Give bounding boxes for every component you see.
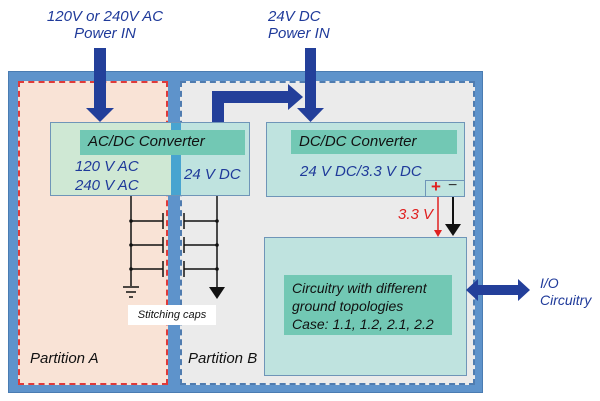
ac-input-240: 240 V AC [75,177,139,194]
earth-ground-icon [123,286,139,298]
dc-dc-converter-title: DC/DC Converter [291,130,457,154]
circuitry-line2: ground topologies [292,298,404,314]
ac-dc-converter-title: AC/DC Converter [80,130,245,155]
dc-power-in-line2: Power IN [268,25,330,42]
rail-3v3-arrow [434,197,442,237]
ac-power-in-line1: 120V or 240V AC [46,8,164,25]
partition-a-label: Partition A [30,350,99,367]
stitching-caps-label: Stitching caps [128,305,216,325]
circuitry-line3: Case: 1.1, 1.2, 2.1, 2.2 [292,316,434,332]
circuitry-line1: Circuitry with different [292,280,427,296]
ac-dc-input-voltages: 120 V AC 240 V AC [75,157,139,195]
dc-power-in-line1: 24V DC [268,8,321,25]
rail-voltage-label: 3.3 V [398,206,434,223]
dc-dc-terminal-tab [425,180,465,197]
partition-b-label: Partition B [188,350,258,367]
ac-power-in-arrow [86,48,114,122]
dc-feed-arrow [212,84,303,122]
ac-power-in-label: 120V or 240V AC Power IN [20,8,190,42]
circuitry-description: Circuitry with different ground topologi… [284,275,452,335]
ac-dc-output-voltage: 24 V DC [184,166,241,183]
ground-return-arrow [445,197,461,236]
ac-input-120: 120 V AC [75,158,139,175]
stitching-caps [130,196,218,288]
cap-junction-dots [129,219,219,271]
io-line1: I/O [540,275,559,291]
signal-ground-icon [209,287,225,299]
io-bidirectional-arrow [466,279,530,301]
minus-terminal: − [448,177,458,194]
dc-power-in-arrow [297,48,324,122]
ac-power-in-line2: Power IN [74,25,136,42]
dc-power-in-label: 24V DC Power IN [268,8,348,42]
dc-dc-conversion: 24 V DC/3.3 V DC [300,163,422,180]
plus-terminal: + [431,177,441,196]
io-circuitry-label: I/O Circuitry [540,275,591,309]
io-line2: Circuitry [540,292,592,308]
